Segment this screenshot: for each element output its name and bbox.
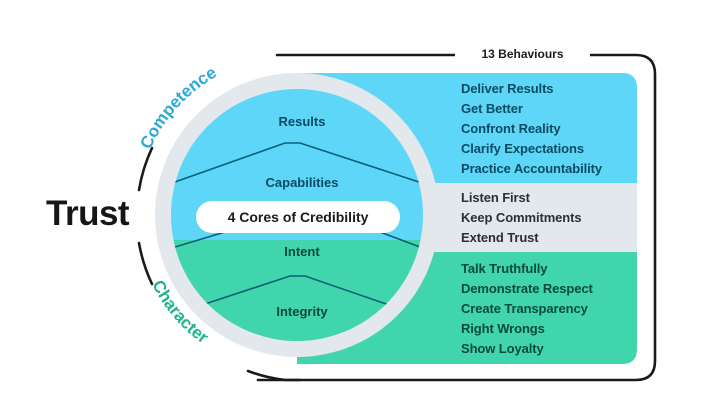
cores-of-credibility-pill: 4 Cores of Credibility bbox=[196, 201, 400, 233]
behaviour-item: Create Transparency bbox=[461, 301, 588, 316]
behaviour-item: Right Wrongs bbox=[461, 321, 545, 336]
behaviour-item: Extend Trust bbox=[461, 230, 539, 245]
competence-behaviours: Deliver Results Get Better Confront Real… bbox=[461, 79, 602, 179]
bottom-arc-connector bbox=[246, 369, 302, 382]
core-capabilities: Capabilities bbox=[265, 175, 339, 190]
core-results: Results bbox=[278, 114, 326, 129]
behaviour-item: Clarify Expectations bbox=[461, 141, 584, 156]
divider-results-capabilities bbox=[174, 142, 423, 184]
divider-intent-integrity bbox=[204, 275, 393, 307]
divider-capabilities-center bbox=[174, 231, 226, 248]
behaviours-title: 13 Behaviours bbox=[455, 45, 590, 63]
character-behaviours: Talk Truthfully Demonstrate Respect Crea… bbox=[461, 259, 593, 359]
behaviour-item: Talk Truthfully bbox=[461, 261, 548, 276]
behaviour-item: Listen First bbox=[461, 190, 530, 205]
behaviour-item: Practice Accountability bbox=[461, 161, 602, 176]
behaviour-item: Confront Reality bbox=[461, 121, 561, 136]
cores-of-credibility-label: 4 Cores of Credibility bbox=[227, 209, 369, 225]
behaviour-item: Keep Commitments bbox=[461, 210, 582, 225]
trust-title: Trust bbox=[46, 194, 130, 233]
core-intent: Intent bbox=[284, 244, 320, 259]
behaviour-item: Deliver Results bbox=[461, 81, 554, 96]
left-arc-lower bbox=[137, 241, 154, 286]
behaviour-item: Show Loyalty bbox=[461, 341, 544, 356]
behaviour-item: Demonstrate Respect bbox=[461, 281, 593, 296]
behaviours-outline bbox=[256, 53, 657, 382]
left-arc-upper bbox=[137, 146, 154, 192]
behaviour-item: Get Better bbox=[461, 101, 523, 116]
core-integrity: Integrity bbox=[276, 304, 328, 319]
shared-behaviours: Listen First Keep Commitments Extend Tru… bbox=[461, 188, 582, 248]
